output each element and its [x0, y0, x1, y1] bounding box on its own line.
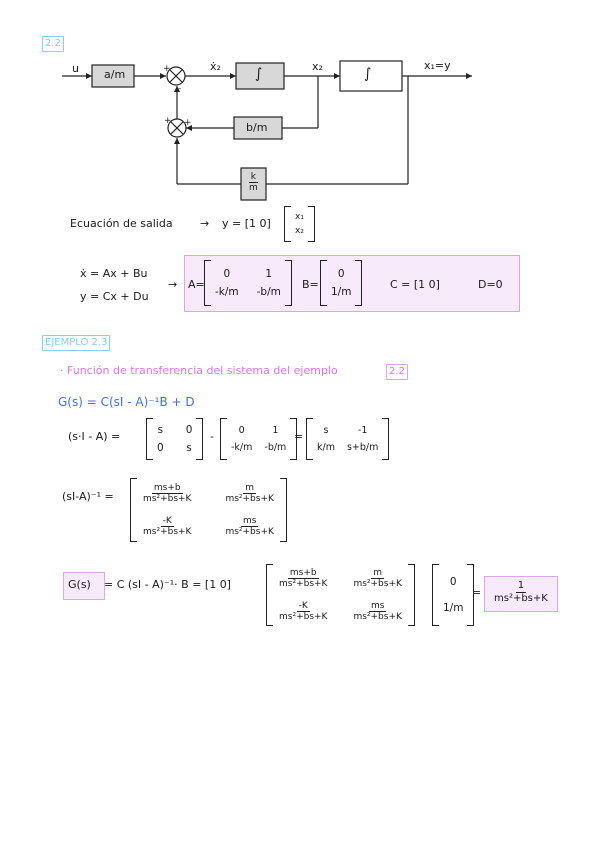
result-fraction: 1 ms²+bs+K [494, 580, 548, 604]
gain-block-label: a/m [104, 68, 126, 81]
integrator-1-label: ∫ [255, 66, 263, 82]
final-equals: = [472, 586, 482, 599]
final-gs: G(s) [68, 578, 91, 591]
output-state-eq: y = Cx + Du [80, 290, 149, 303]
gs-highlight [63, 572, 105, 600]
B-label: B= [302, 278, 319, 291]
x2-dot-label: ẋ₂ [210, 60, 221, 73]
equals-sign: = [294, 430, 304, 443]
inverse-label: (sI-A)⁻¹ = [62, 490, 114, 503]
sum2-plus-sign-2: + [184, 118, 192, 128]
sum2-plus-sign-1: + [164, 116, 172, 126]
state-eq: ẋ = Ax + Bu [80, 267, 148, 280]
x2-label: x₂ [312, 60, 323, 73]
A-matrix: 0 1 -k/m -b/m [204, 260, 292, 306]
final-expr: = C (sI - A)⁻¹· B = [1 0] [104, 578, 231, 591]
B-matrix: 0 1/m [320, 260, 363, 306]
A-label: A= [188, 278, 205, 291]
sum1-plus-sign: + [163, 64, 171, 74]
example-22-tag: 2.2 [42, 36, 64, 52]
feedback-k-label: k m [248, 172, 258, 193]
example-23-tag: EJEMPLO 2.3 [42, 335, 111, 351]
output-eq-arrow: → [200, 217, 210, 230]
minus-sign: - [210, 430, 214, 443]
sIA-label: (s·I - A) = [68, 430, 121, 443]
output-vector: x₁ x₂ [284, 206, 315, 242]
intro-text: · Función de transferencia del sistema d… [60, 364, 338, 377]
result-highlight [484, 576, 558, 612]
C-matrix: C = [1 0] [390, 278, 440, 291]
sum1-minus-sign: - [178, 84, 182, 94]
gs-formula: G(s) = C(sI - A)⁻¹B + D [58, 395, 195, 409]
state-space-arrow: → [168, 278, 178, 291]
output-label: x₁=y [424, 59, 451, 72]
D-value: D=0 [478, 278, 503, 291]
input-label: u [72, 62, 79, 75]
block-diagram [62, 60, 472, 201]
state-space-box [184, 255, 520, 312]
output-eq: y = [1 0] [222, 217, 271, 230]
intro-ref-tag: 2.2 [386, 364, 408, 380]
output-eq-label: Ecuación de salida [70, 217, 173, 230]
feedback-b-label: b/m [246, 121, 268, 134]
integrator-2-label: ∫ [364, 66, 372, 82]
final-B-vector: 0 1/m [432, 564, 475, 626]
